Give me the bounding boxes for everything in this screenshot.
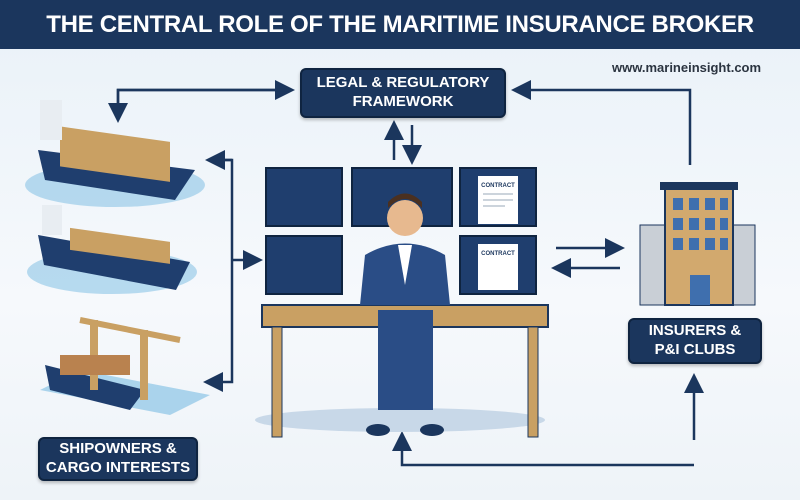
shipowners-cargo-node: SHIPOWNERS &CARGO INTERESTS: [38, 437, 198, 481]
insurers-pi-clubs-node: INSURERS &P&I CLUBS: [628, 318, 762, 364]
arrow-up-broker: [392, 431, 694, 467]
insurers-line1: INSURERS &: [648, 322, 742, 340]
broker-desk-scene: CONTRACT CONTRACT: [255, 167, 549, 438]
port-cranes-icon: [40, 317, 210, 415]
bulk-carrier-icon: [27, 205, 197, 294]
container-ship-icon: [25, 100, 205, 207]
shipowners-line2: CARGO INTERESTS: [45, 459, 191, 476]
arrow-insurers-to-legal: [511, 80, 692, 165]
arrow-ships-to-legal: [116, 80, 295, 115]
connector-arrows: [108, 80, 704, 467]
website-label: www.marineinsight.com: [612, 60, 762, 75]
arrow-broker-to-ships: [203, 158, 234, 392]
broker-figure: [360, 193, 450, 436]
contract-document-2: [478, 244, 518, 290]
contract-document-label-2: CONTRACT: [481, 251, 515, 257]
contract-document-label: CONTRACT: [481, 183, 515, 189]
insurers-line2: P&I CLUBS: [654, 341, 736, 358]
contract-text-lines: [483, 193, 513, 207]
shipowners-line1: SHIPOWNERS &: [59, 440, 177, 458]
page-title: THE CENTRAL ROLE OF THE MARITIME INSURAN…: [0, 0, 800, 49]
arrow-legal-to-ships: [108, 88, 290, 123]
legal-line1: LEGAL & REGULATORY: [316, 74, 490, 92]
insurer-building-icon: [639, 182, 756, 306]
legal-line2: FRAMEWORK: [352, 93, 454, 110]
